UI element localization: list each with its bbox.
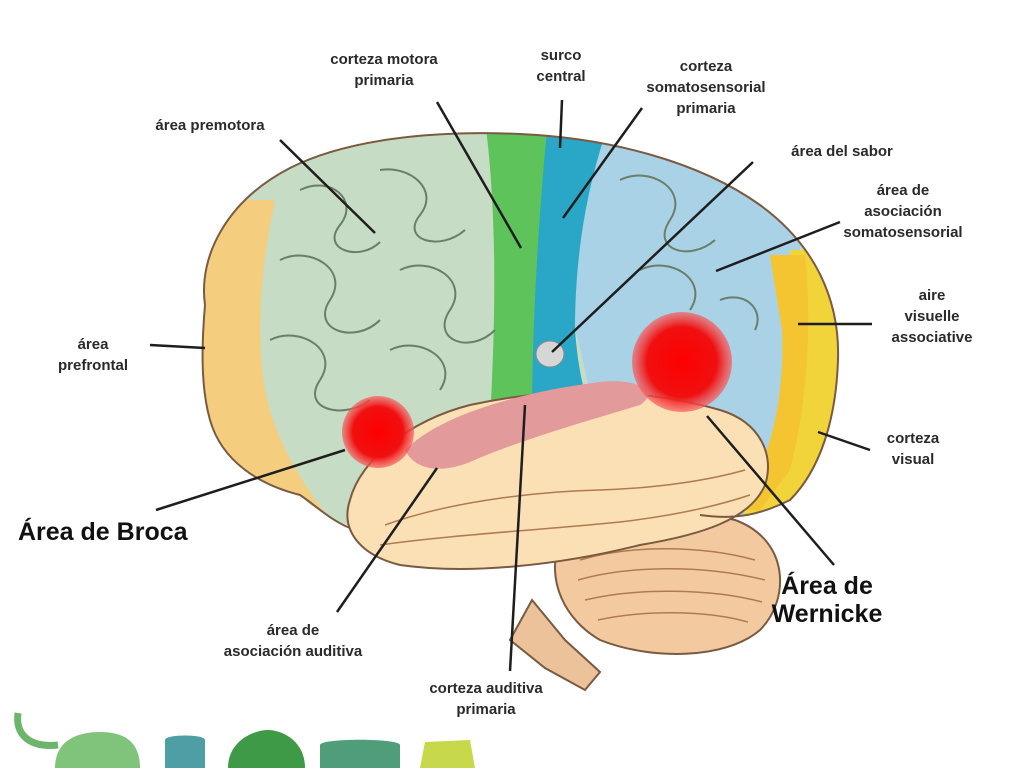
label-corteza-auditiva-primaria: corteza auditiva primaria <box>429 680 543 718</box>
label-area-del-sabor: área del sabor <box>791 143 893 160</box>
label-area-premotora: área premotora <box>155 117 265 134</box>
cactus-decoration <box>14 712 475 768</box>
temporal-lobe <box>346 381 769 570</box>
label-area-prefrontal: área prefrontal <box>57 336 128 374</box>
label-corteza-somatosensorial: corteza somatosensorial primaria <box>646 58 766 117</box>
label-area-asociacion-somatosensorial: área de asociación somatosensorial <box>843 182 963 241</box>
label-area-asociacion-auditiva: área de asociación auditiva <box>223 622 363 660</box>
broca-area <box>342 396 414 468</box>
label-surco-central: surco central <box>536 47 586 85</box>
label-corteza-visual: corteza visual <box>886 430 940 468</box>
wernicke-area <box>632 312 732 412</box>
leader-lines <box>149 99 872 672</box>
brain-stem <box>508 598 602 692</box>
auditory-region <box>405 381 648 469</box>
label-area-de-broca: Área de Broca <box>18 518 188 546</box>
label-aire-visuelle-associative: aire visuelle associative <box>891 287 973 346</box>
motor-region <box>485 133 548 420</box>
label-corteza-motora-primaria: corteza motora primaria <box>330 51 438 89</box>
visual-association-region <box>740 255 809 510</box>
label-area-de-wernicke: Área de Wernicke <box>771 572 883 628</box>
